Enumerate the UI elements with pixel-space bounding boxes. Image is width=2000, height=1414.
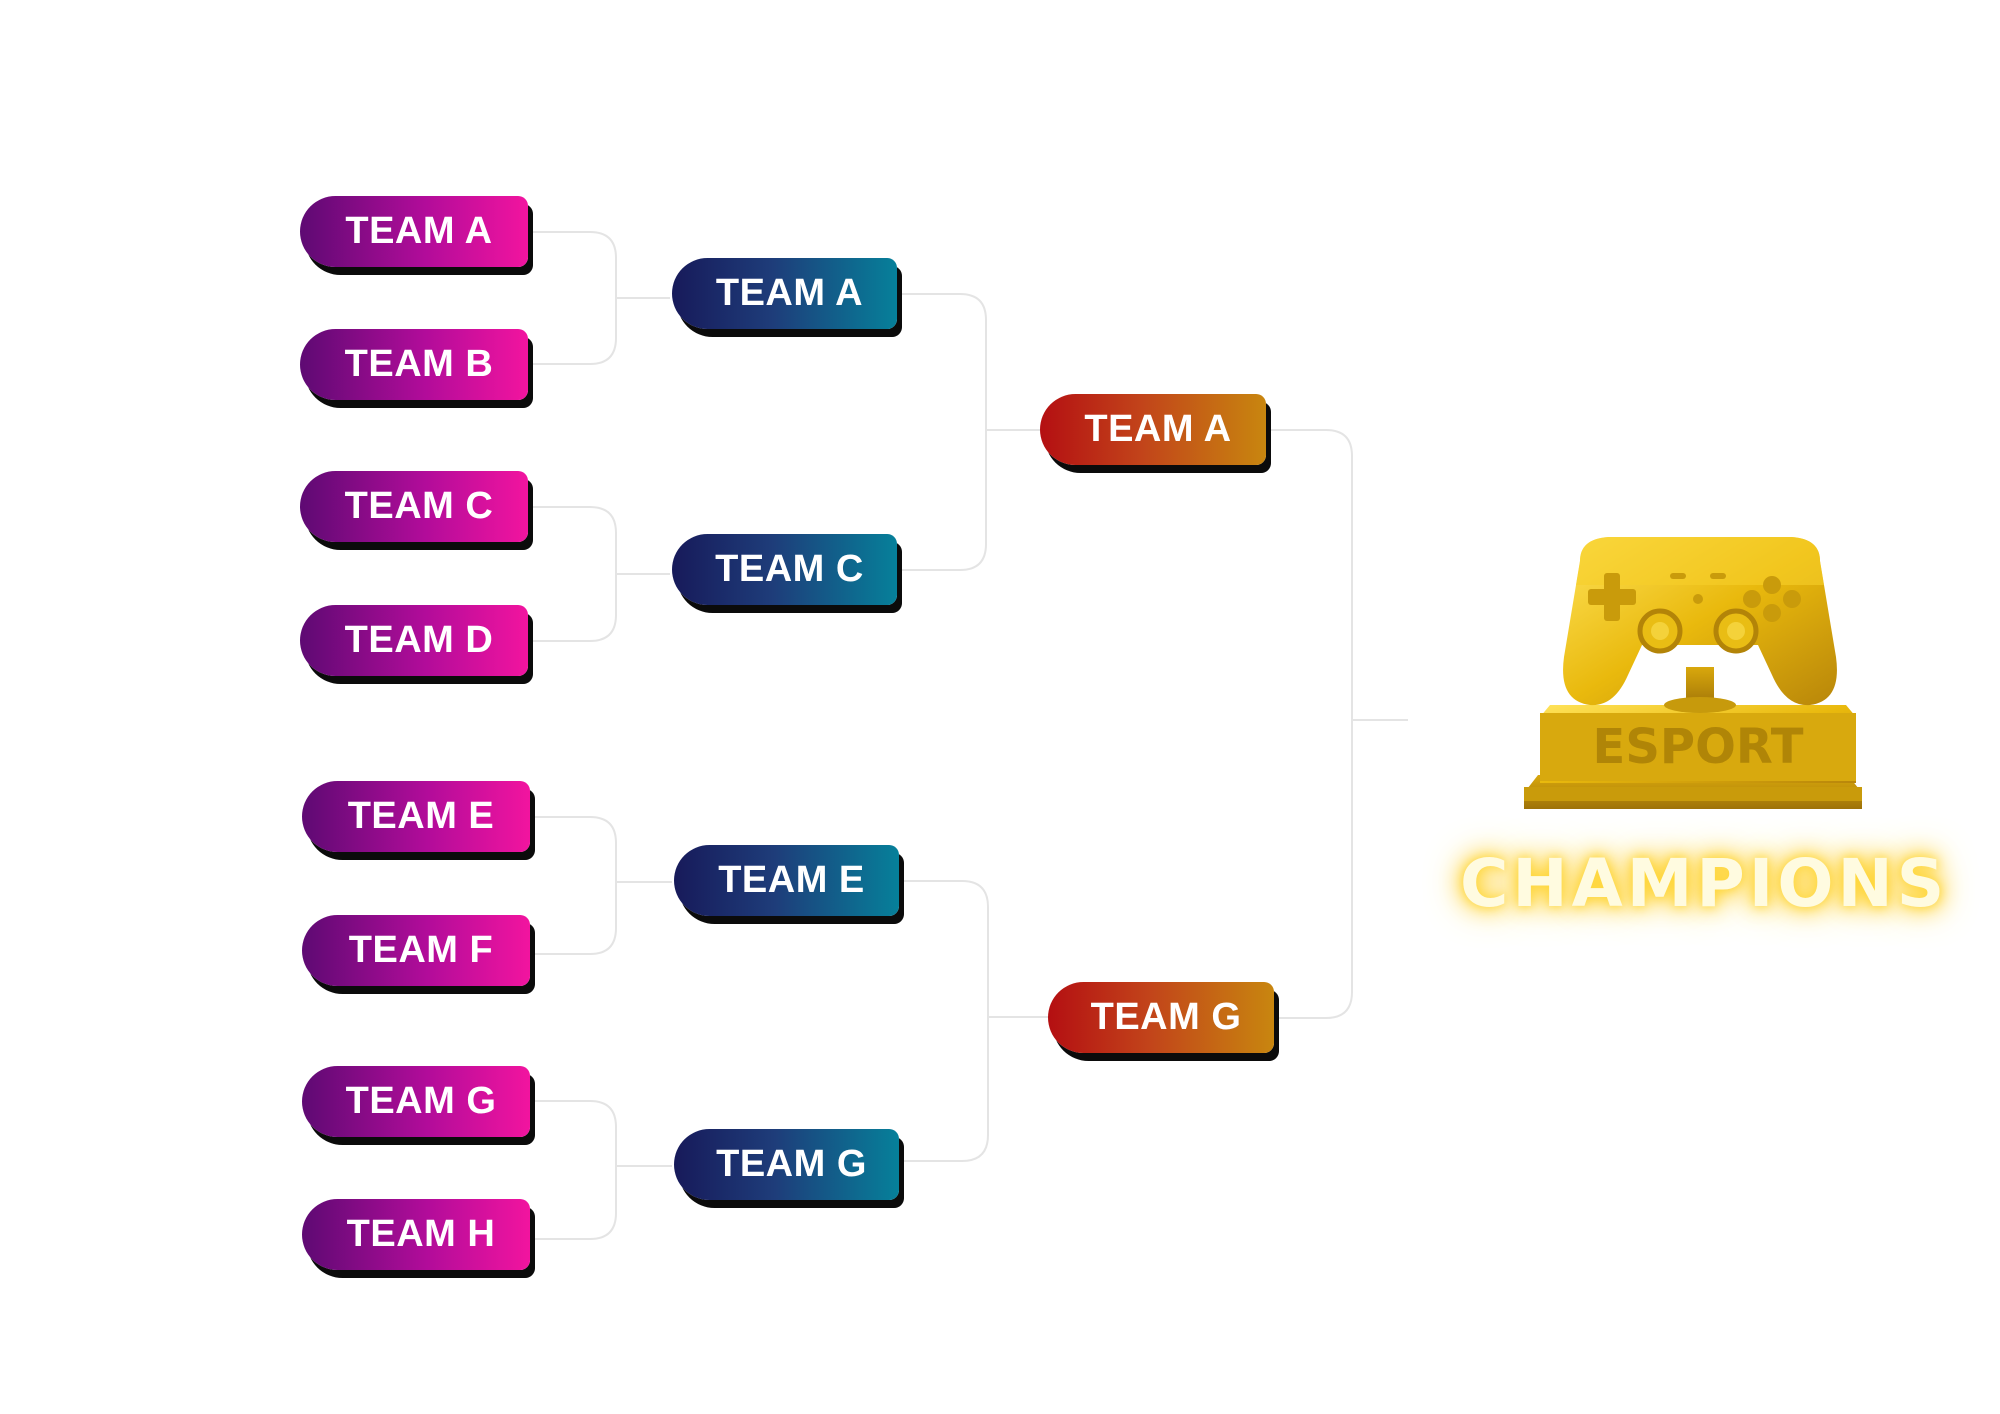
team-name: TEAM E	[718, 859, 865, 901]
round1-slot-3: TEAM C	[300, 471, 528, 542]
team-name: TEAM C	[715, 548, 864, 590]
team-name: TEAM F	[348, 929, 494, 971]
round1-slot-2: TEAM B	[300, 329, 528, 400]
team-name: TEAM A	[715, 272, 864, 314]
team-name: TEAM G	[1090, 996, 1242, 1038]
connector-cd	[528, 506, 670, 642]
round1-slot-7: TEAM G	[302, 1066, 530, 1137]
team-name: TEAM C	[344, 485, 494, 527]
team-name: TEAM D	[344, 619, 494, 661]
team-name: TEAM G	[345, 1080, 497, 1122]
connector-ac	[900, 293, 1040, 571]
round2-slot-1: TEAM A	[672, 258, 897, 329]
round2-slot-3: TEAM E	[674, 845, 899, 916]
round1-slot-1: TEAM A	[300, 196, 528, 267]
connector-eg	[902, 880, 1048, 1162]
team-name: TEAM A	[345, 210, 493, 252]
connector-ab	[528, 231, 670, 365]
team-name: TEAM B	[344, 343, 494, 385]
trophy-engraving: ESPORT	[1593, 719, 1804, 775]
champions-label: CHAMPIONS	[1460, 845, 1949, 922]
team-name: TEAM A	[1084, 408, 1232, 450]
connector-ef	[528, 816, 672, 955]
team-name: TEAM E	[347, 795, 495, 837]
team-name: TEAM H	[346, 1213, 496, 1255]
round1-slot-6: TEAM F	[302, 915, 530, 986]
round2-slot-2: TEAM C	[672, 534, 897, 605]
round3-slot-1: TEAM A	[1040, 394, 1266, 465]
connector-final	[1264, 429, 1408, 1019]
team-name: TEAM G	[716, 1143, 867, 1185]
gamepad-trophy-icon: ESPORT	[1524, 537, 1862, 809]
round2-slot-4: TEAM G	[674, 1129, 899, 1200]
round1-slot-8: TEAM H	[302, 1199, 530, 1270]
round1-slot-5: TEAM E	[302, 781, 530, 852]
connector-gh	[528, 1100, 672, 1240]
round1-slot-4: TEAM D	[300, 605, 528, 676]
round3-slot-2: TEAM G	[1048, 982, 1274, 1053]
